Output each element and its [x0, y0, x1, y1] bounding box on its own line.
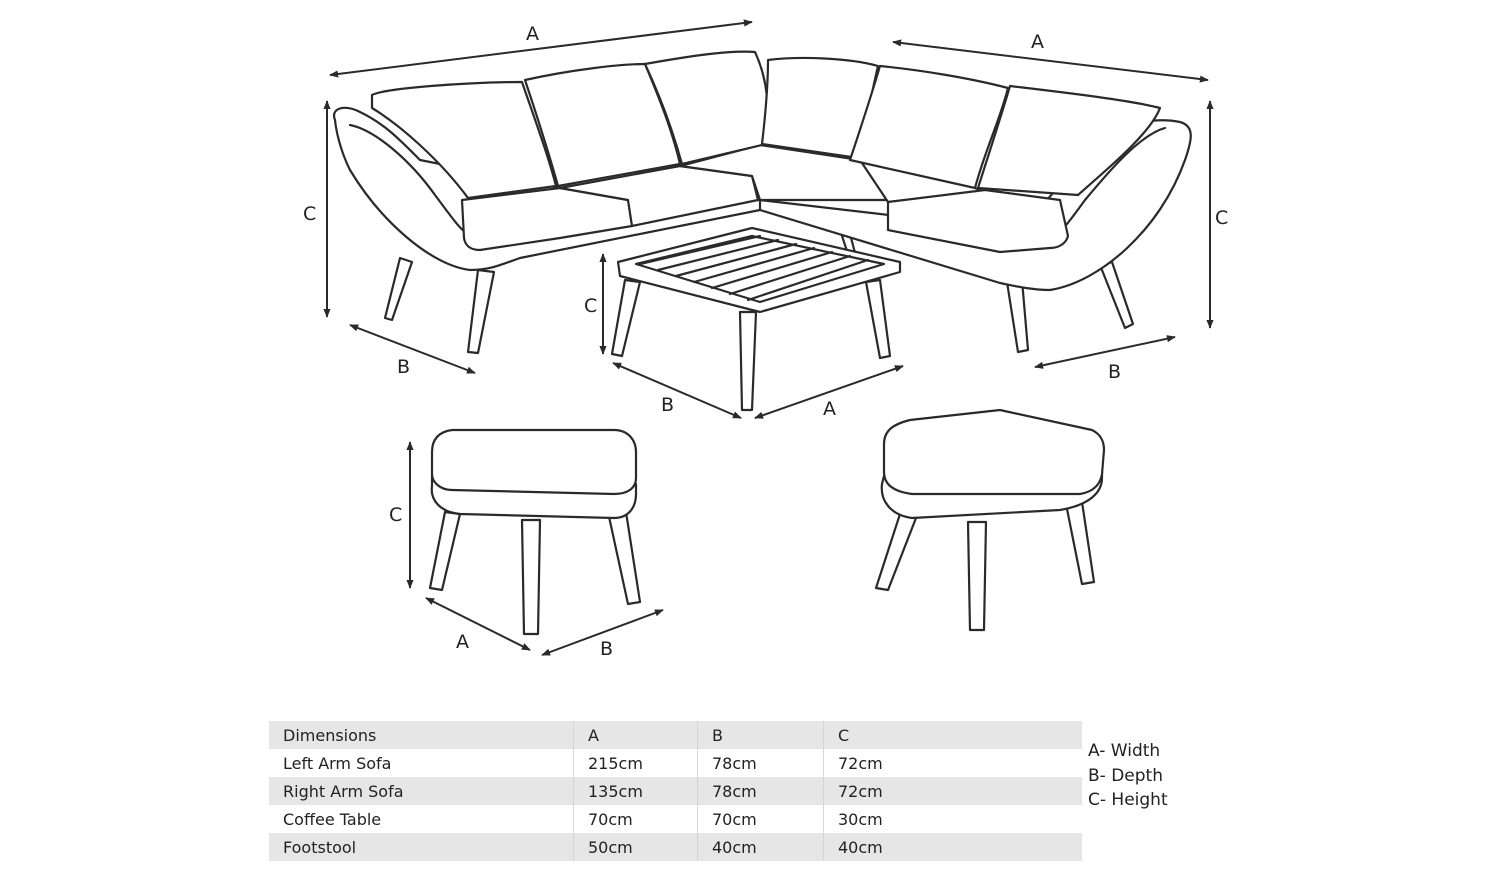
dim-label-stool-height: C [389, 504, 402, 526]
dim-arrow-sofa-right-width [892, 39, 1209, 83]
dimension-legend: A- Width B- Depth C- Height [1088, 739, 1168, 813]
header-cell: A [573, 721, 698, 749]
dim-arrow-table-width [754, 365, 904, 419]
table-leg [610, 278, 642, 358]
sofa-arm-inner [348, 123, 472, 238]
table-cell: 135cm [573, 777, 698, 805]
stool-cushion [882, 408, 1106, 496]
back-cushion [976, 84, 1162, 197]
dim-label-sofa-left-width: A [526, 23, 539, 45]
dim-label-table-depth: B [661, 394, 674, 416]
dim-arrow-stool-depth [541, 609, 664, 656]
dim-arrow-table-depth [612, 362, 742, 419]
stool-leg [966, 520, 988, 632]
table-cell: 40cm [697, 833, 824, 861]
table-cell: 50cm [573, 833, 698, 861]
table-cell: 78cm [697, 749, 824, 777]
footstool-left [428, 428, 642, 636]
table-cell: Left Arm Sofa [269, 749, 574, 777]
stool-leg [428, 510, 462, 592]
legend-item-depth: B- Depth [1088, 765, 1163, 786]
dim-arrow-stool-width [425, 597, 531, 651]
header-cell: B [697, 721, 824, 749]
header-cell: Dimensions [269, 721, 574, 749]
stool-leg [606, 510, 642, 606]
sofa-leg [383, 256, 414, 322]
table-cell: 40cm [823, 833, 1082, 861]
footstool-right [874, 408, 1106, 632]
table-cell: Footstool [269, 833, 574, 861]
dim-label-stool-depth: B [600, 638, 613, 660]
dim-label-sofa-left-height: C [303, 203, 316, 225]
table-leg [738, 310, 758, 412]
sofa-leg [466, 268, 496, 355]
sofa-leg [1098, 260, 1135, 330]
table-row: Coffee Table 70cm 70cm 30cm [269, 805, 1082, 833]
sofa-leg [1005, 278, 1030, 354]
dim-arrow-sofa-right-depth [1034, 335, 1176, 369]
dimension-arrows [323, 19, 1214, 656]
corner-sofa [332, 50, 1192, 355]
table-slats [638, 234, 870, 302]
table-cell: 78cm [697, 777, 824, 805]
table-cell: 72cm [838, 753, 883, 773]
stool-cushion [430, 428, 638, 496]
dim-label-sofa-right-width: A [1031, 31, 1044, 53]
table-row: Footstool 50cm 40cm 40cm [269, 833, 1082, 861]
stool-leg [1064, 500, 1096, 586]
dimensions-table: Dimensions A B C Left Arm Sofa 215cm 78c… [269, 721, 1082, 861]
table-top [616, 226, 902, 314]
dim-label-sofa-right-depth: B [1108, 361, 1121, 383]
dim-label-sofa-left-depth: B [397, 356, 410, 378]
stool-leg [874, 512, 918, 592]
back-cushion [370, 80, 558, 200]
table-cell: 30cm [838, 809, 883, 829]
table-header-row: Dimensions A B C [269, 721, 1082, 749]
dim-label-sofa-right-height: C [1215, 207, 1228, 229]
table-cell: 70cm [697, 805, 824, 833]
table-inner-frame [634, 234, 886, 304]
furniture-diagram: A A C C B B C B A C A B [303, 19, 1228, 660]
header-cell: C [823, 721, 1082, 749]
table-cell: 70cm [573, 805, 698, 833]
table-row: Left Arm Sofa 215cm 78cm 72cm [269, 749, 1082, 777]
table-cell: 215cm [573, 749, 698, 777]
stool-leg [520, 518, 542, 636]
table-cell: 72cm [823, 777, 1082, 805]
dim-label-table-width: A [823, 398, 836, 420]
table-row: Right Arm Sofa 135cm 78cm 72cm [269, 777, 1082, 805]
seat-cushion [886, 188, 1070, 254]
legend-item-height: C- Height [1088, 790, 1168, 810]
dim-arrow-sofa-left-width [329, 19, 753, 78]
dimension-letters: A A C C B B C B A C A B [303, 23, 1228, 660]
table-cell: Right Arm Sofa [269, 777, 574, 805]
table-leg [864, 278, 892, 360]
dim-arrow-sofa-left-depth [349, 324, 476, 374]
dim-label-table-height: C [584, 295, 597, 317]
legend-item-width: A- Width [1088, 741, 1161, 761]
table-cell: Coffee Table [269, 805, 574, 833]
dim-label-stool-width: A [456, 631, 469, 653]
